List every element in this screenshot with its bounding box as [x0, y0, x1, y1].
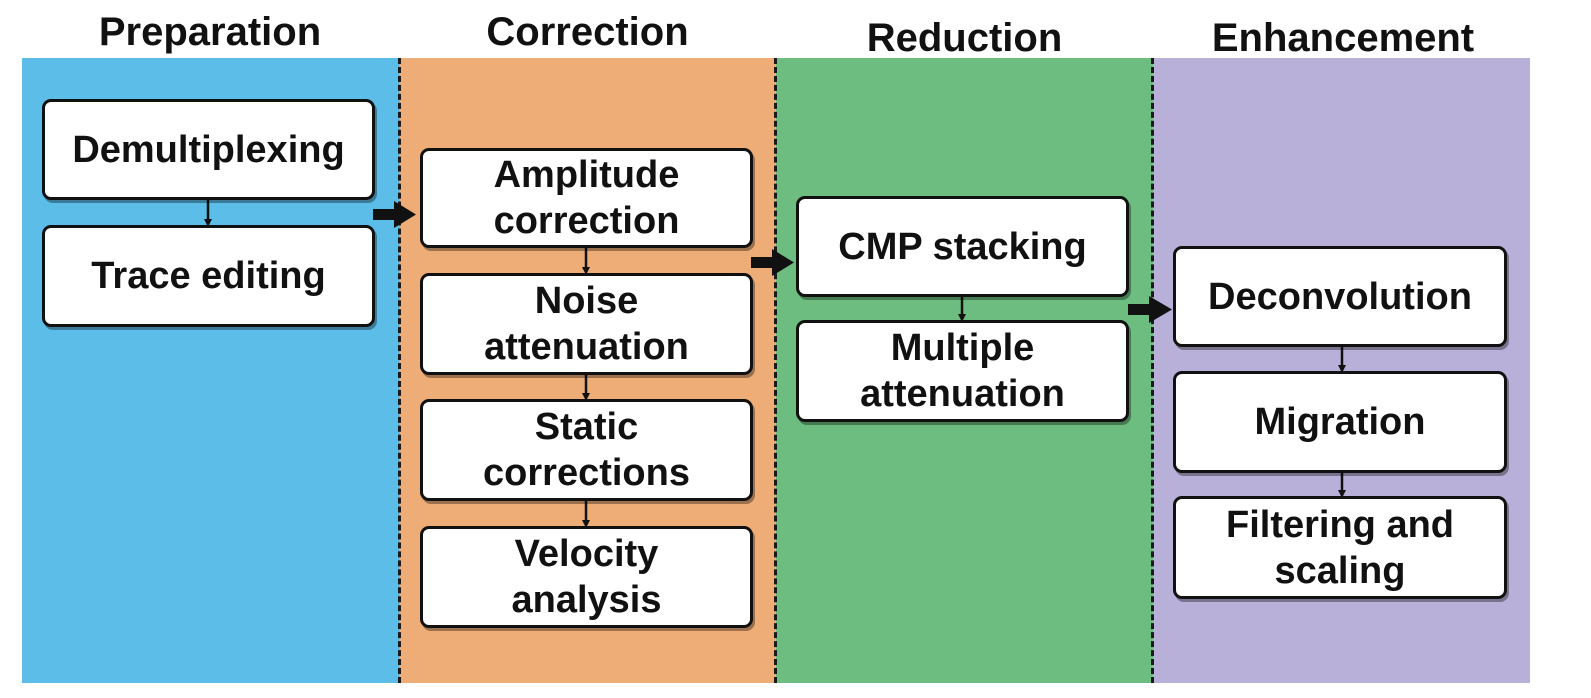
stage-divider [1151, 58, 1154, 683]
stage-title-correction: Correction [486, 10, 689, 54]
step-migration: Migration [1173, 371, 1507, 473]
step-noise-attenuation: Noise attenuation [420, 273, 753, 375]
step-filtering-and-scaling: Filtering and scaling [1173, 496, 1507, 599]
step-amplitude-correction: Amplitude correction [420, 148, 753, 248]
step-velocity-analysis: Velocity analysis [420, 526, 753, 628]
step-static-corrections: Static corrections [420, 399, 753, 501]
step-deconvolution: Deconvolution [1173, 246, 1507, 347]
stage-divider [774, 58, 777, 683]
stage-title-reduction: Reduction [866, 16, 1063, 60]
stage-title-enhancement: Enhancement [1211, 16, 1475, 60]
step-trace-editing: Trace editing [42, 225, 375, 327]
stage-title-preparation: Preparation [98, 10, 322, 54]
stage-divider [398, 58, 401, 683]
step-cmp-stacking: CMP stacking [796, 196, 1129, 297]
step-demultiplexing: Demultiplexing [42, 99, 375, 200]
step-multiple-attenuation: Multiple attenuation [796, 320, 1129, 422]
